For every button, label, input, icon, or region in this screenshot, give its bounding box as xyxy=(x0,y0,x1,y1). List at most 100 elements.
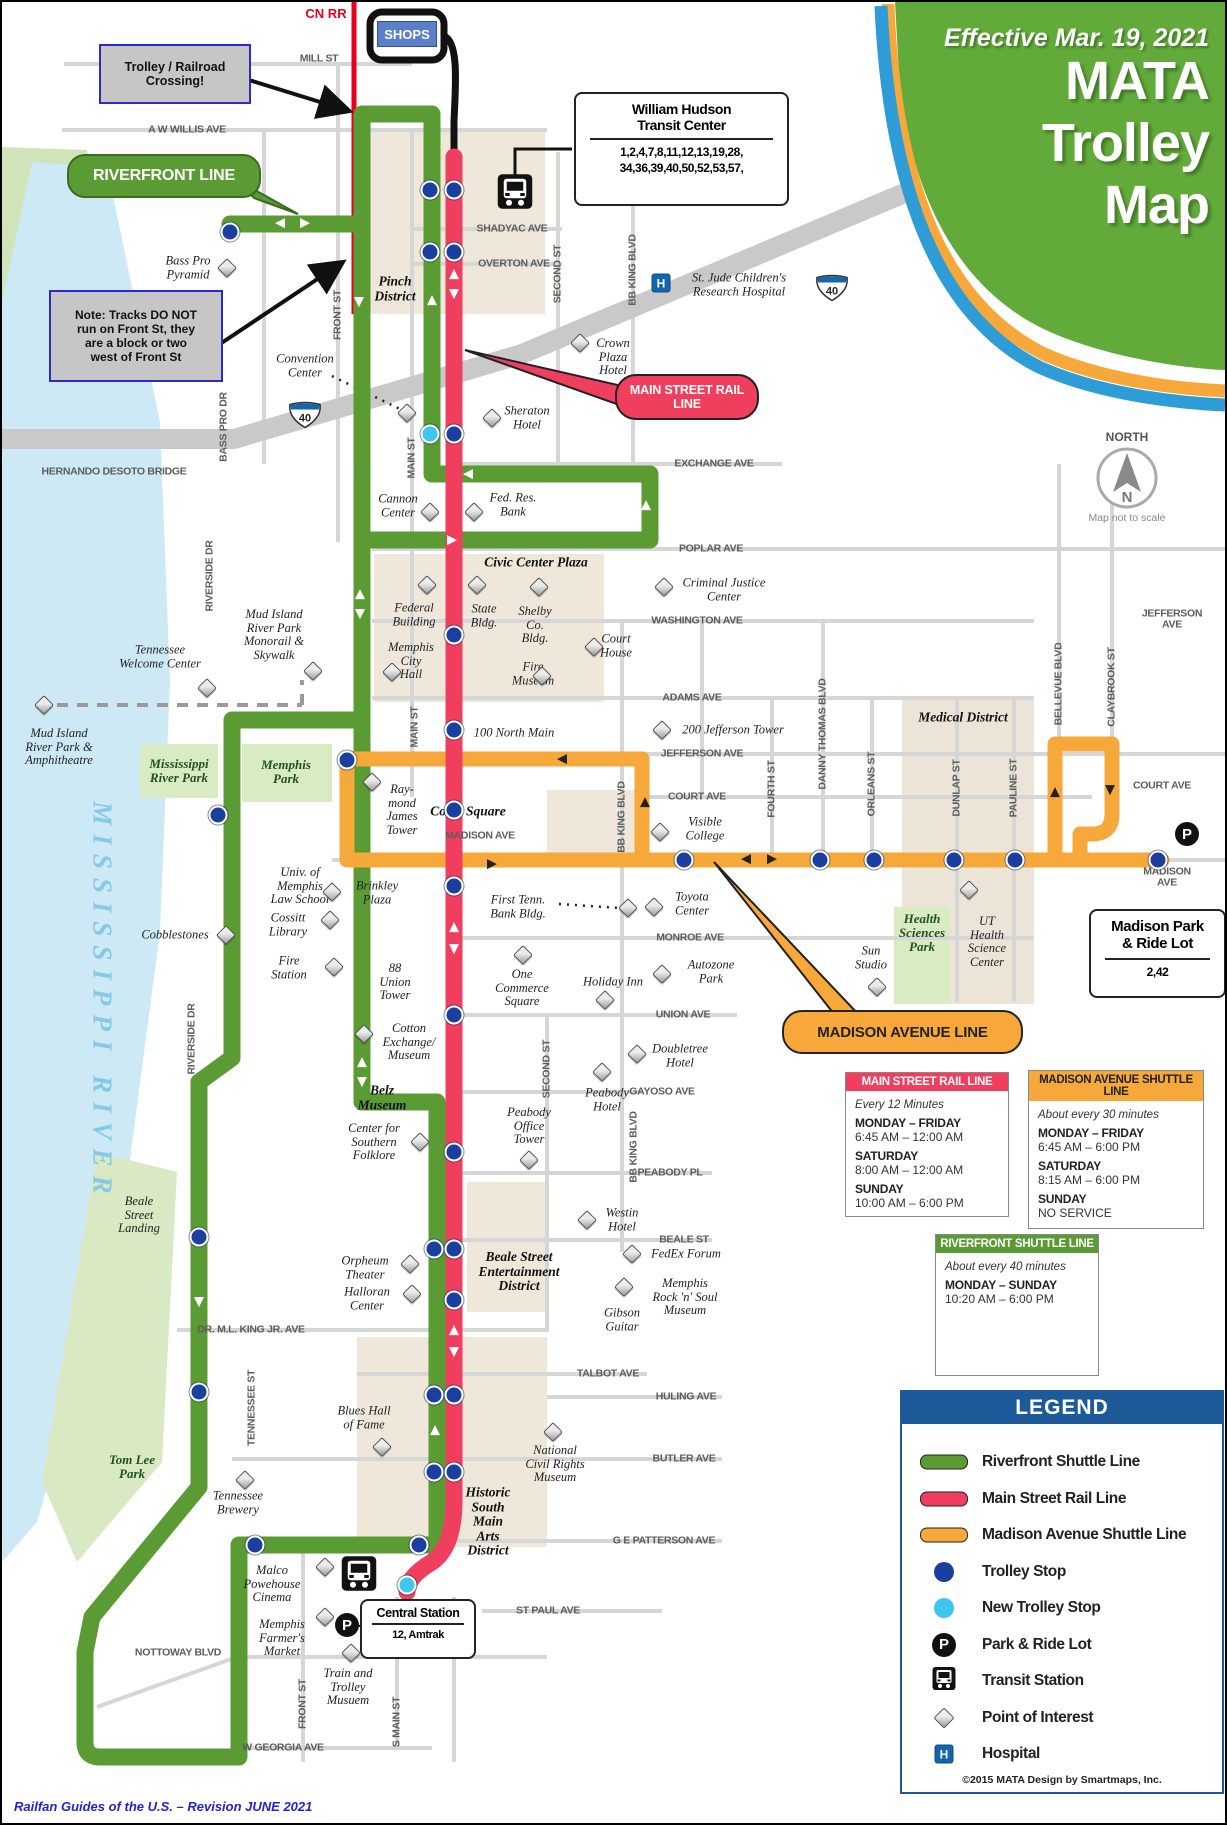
trolley-stop xyxy=(420,242,440,262)
direction-arrow: ▼ xyxy=(357,1074,367,1090)
schedule-line: MONDAY – SUNDAY xyxy=(945,1278,1057,1292)
poi-label-orpheum-theater: Orpheum Theater xyxy=(341,1253,389,1281)
legend-item-point-of-interest: Point of Interest xyxy=(902,1700,1222,1736)
transit-center-routes: 1,2,4,7,8,11,12,13,19,28, 34,36,39,40,50… xyxy=(619,145,744,175)
direction-arrow: ◀ xyxy=(741,851,751,867)
street-label-poplar-ave: POPLAR AVE xyxy=(678,542,744,555)
poi-label-memphis-farmer-s-market: Memphis Farmer's Market xyxy=(259,1616,305,1658)
street-label-jefferson-ave: JEFFERSON AVE xyxy=(1141,607,1203,631)
memphis-park-area xyxy=(242,744,332,802)
effective-date: Effective Mar. 19, 2021 xyxy=(944,24,1209,52)
legend-item-label: Main Street Rail Line xyxy=(982,1489,1127,1507)
poi-label-court-square: Court Square xyxy=(430,803,506,819)
ut-block xyxy=(958,907,1034,1002)
new-trolley-stop xyxy=(420,424,440,444)
street-label-peabody-pl: PEABODY PL xyxy=(637,1166,703,1179)
direction-arrow: ▼ xyxy=(194,1294,204,1310)
poi-label-westin-hotel: Westin Hotel xyxy=(605,1205,639,1233)
hospital-icon: H xyxy=(651,273,671,293)
line-orange-icon xyxy=(920,1527,968,1543)
trolley-stop xyxy=(444,1239,464,1259)
poi-label-criminal-justice-center: Criminal Justice Center xyxy=(682,575,766,603)
schedule-line: SATURDAY xyxy=(1038,1159,1102,1173)
shops-label: SHOPS xyxy=(377,21,437,47)
direction-arrow: ▲ xyxy=(430,1422,440,1438)
direction-arrow: ▲ xyxy=(427,292,437,308)
direction-arrow: ▶ xyxy=(767,851,777,867)
svg-text:40: 40 xyxy=(299,413,311,425)
street-label-bass-pro-dr: BASS PRO DR xyxy=(217,392,230,462)
poi-label-peabody-office-tower: Peabody Office Tower xyxy=(507,1104,551,1146)
direction-arrow: ▲ xyxy=(449,1322,459,1338)
direction-arrow: ◀ xyxy=(463,466,473,482)
hernando-desoto-bridge xyxy=(2,182,911,449)
street-label-main-st: MAIN ST xyxy=(408,706,421,748)
poi-label-train-and-trolley-musuem: Train and Trolley Musuem xyxy=(323,1665,373,1707)
poi-label-mud-island-river-park-amphitheatre: Mud Island River Park & Amphitheatre xyxy=(25,725,93,767)
trolley-stop xyxy=(424,1385,444,1405)
street-label-pauline-st: PAULINE ST xyxy=(1007,758,1020,818)
trolley-stop xyxy=(810,850,830,870)
poi-label-sun-studio: Sun Studio xyxy=(855,943,887,971)
title-panel xyxy=(895,2,1225,370)
trolley-stop xyxy=(674,850,694,870)
direction-arrow: ▲ xyxy=(1050,784,1060,800)
direction-arrow: ▼ xyxy=(355,606,365,622)
poi-label-brinkley-plaza: Brinkley Plaza xyxy=(355,878,399,906)
street-label-hernando-desoto-bridge: HERNANDO DESOTO BRIDGE xyxy=(41,465,187,478)
street-label-shadyac-ave: SHADYAC AVE xyxy=(476,222,548,235)
poi-label-civic-center-plaza: Civic Center Plaza xyxy=(484,554,588,570)
line-pink-icon xyxy=(920,1491,968,1506)
poi-label-memphis-park: Memphis Park xyxy=(261,756,311,786)
poi-label-st-jude-children-s-research-hospital: St. Jude Children's Research Hospital xyxy=(691,270,787,298)
poi-label-doubletree-hotel: Doubletree Hotel xyxy=(652,1041,708,1069)
title-mata: MATA xyxy=(1065,51,1210,111)
poi-label-beale-street-entertainment-district: Beale Street Entertainment District xyxy=(478,1249,560,1294)
compass-north-label: NORTH xyxy=(1105,430,1149,444)
park-ride-icon: P xyxy=(335,1613,359,1637)
new-trolley-stop-icon xyxy=(934,1598,954,1618)
poi-label-univ-of-memphis-law-school: Univ. of Memphis Law School xyxy=(270,864,330,906)
direction-arrow: ▲ xyxy=(641,497,651,513)
schedule-line: NO SERVICE xyxy=(1038,1206,1112,1220)
schedule-header: MAIN STREET RAIL LINE xyxy=(846,1073,1008,1091)
madison-line-bubble: MADISON AVENUE LINE xyxy=(782,1010,1023,1054)
health-sciences-park-area xyxy=(894,907,950,1004)
street-label-bb-king-blvd: BB KING BLVD xyxy=(627,1111,640,1183)
monorail-dashed-line xyxy=(37,680,304,707)
poi-label-federal-building: Federal Building xyxy=(392,600,436,628)
poi-label-shelby-co-bldg: Shelby Co. Bldg. xyxy=(518,603,552,645)
poi-label-blues-hall-of-fame: Blues Hall of Fame xyxy=(337,1403,391,1431)
direction-arrow: ▲ xyxy=(449,919,459,935)
note-pointer-arrow xyxy=(218,259,347,346)
street-label-orleans-st: ORLEANS ST xyxy=(865,751,878,817)
street-label-monroe-ave: MONROE AVE xyxy=(656,931,724,944)
street-label-g-e-patterson-ave: G E PATTERSON AVE xyxy=(612,1534,716,1547)
poi-label-fire-station: Fire Station xyxy=(271,953,307,981)
street-label-huling-ave: HULING AVE xyxy=(655,1390,717,1403)
madison-line-path xyxy=(339,736,1170,868)
crossing-callout: Trolley / Railroad Crossing! xyxy=(99,44,251,104)
street-label-madison-ave: MADISON AVE xyxy=(1143,865,1191,889)
street-label-danny-thomas-blvd: DANNY THOMAS BLVD xyxy=(816,678,829,790)
poi-label-memphis-city-hall: Memphis City Hall xyxy=(388,639,434,681)
poi-label-ray-mond-james-tower: Ray- mond James Tower xyxy=(386,782,418,837)
legend-item-label: Riverfront Shuttle Line xyxy=(982,1453,1140,1470)
direction-arrow: ▼ xyxy=(449,941,459,957)
street-label-dunlap-st: DUNLAP ST xyxy=(950,759,963,817)
riverfront-line-bubble: RIVERFRONT LINE xyxy=(67,154,261,198)
schedule-line: SATURDAY xyxy=(855,1149,919,1163)
direction-arrow: ▼ xyxy=(449,1344,459,1360)
poi-label-tom-lee-park: Tom Lee Park xyxy=(108,1451,156,1481)
street-label-riverside-dr: RIVERSIDE DR xyxy=(185,1003,198,1075)
trolley-stop xyxy=(444,625,464,645)
trolley-stop xyxy=(189,1227,209,1247)
interstate-40-shield: 40 xyxy=(288,400,322,429)
poi-label-visible-college: Visible College xyxy=(685,814,725,842)
note-callout: Note: Tracks DO NOT run on Front St, the… xyxy=(49,290,223,382)
trolley-stop xyxy=(444,876,464,896)
